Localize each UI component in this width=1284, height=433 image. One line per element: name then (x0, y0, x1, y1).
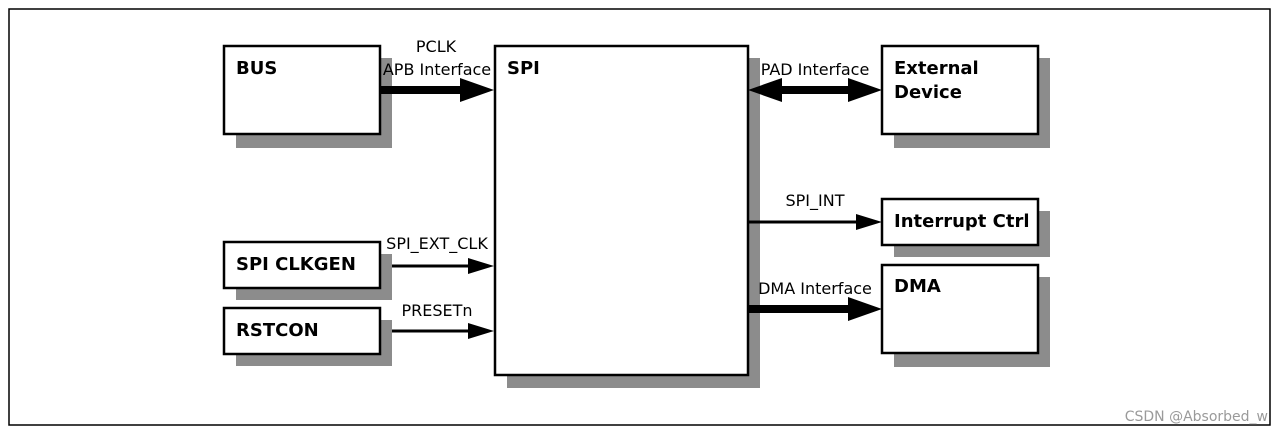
pad-interface-label: PAD Interface (761, 60, 870, 79)
spi-ext-clk-label: SPI_EXT_CLK (386, 234, 488, 254)
spi-block: SPI (493, 44, 750, 377)
spi-ext-clk-arrow (392, 258, 494, 274)
dma-label: DMA (894, 276, 941, 297)
apb-interface-arrow (380, 78, 494, 102)
spi-int-arrow (748, 214, 882, 230)
external-device-label-line2: Device (894, 82, 962, 103)
external-device-label-line1: External (894, 58, 979, 79)
spi-clkgen-label: SPI CLKGEN (236, 254, 356, 275)
rstcon-label: RSTCON (236, 320, 319, 341)
presetn-arrow (392, 323, 494, 339)
spi-int-label: SPI_INT (786, 191, 845, 211)
external-device-block: External Device (880, 44, 1040, 136)
interrupt-ctrl-block: Interrupt Ctrl (880, 197, 1040, 247)
pclk-label: PCLK (416, 37, 457, 56)
bus-block: BUS (222, 44, 382, 136)
bus-label: BUS (236, 58, 277, 79)
interrupt-ctrl-label: Interrupt Ctrl (894, 211, 1030, 232)
dma-interface-label: DMA Interface (758, 279, 872, 298)
watermark: CSDN @Absorbed_w (1125, 409, 1268, 425)
rstcon-block: RSTCON (222, 306, 382, 356)
dma-interface-arrow (748, 297, 882, 321)
spi-clkgen-block: SPI CLKGEN (222, 240, 382, 290)
presetn-label: PRESETn (401, 301, 472, 320)
apb-interface-label: APB Interface (383, 60, 491, 79)
spi-label: SPI (507, 58, 540, 79)
dma-block: DMA (880, 263, 1040, 355)
pad-interface-arrow (748, 78, 882, 102)
